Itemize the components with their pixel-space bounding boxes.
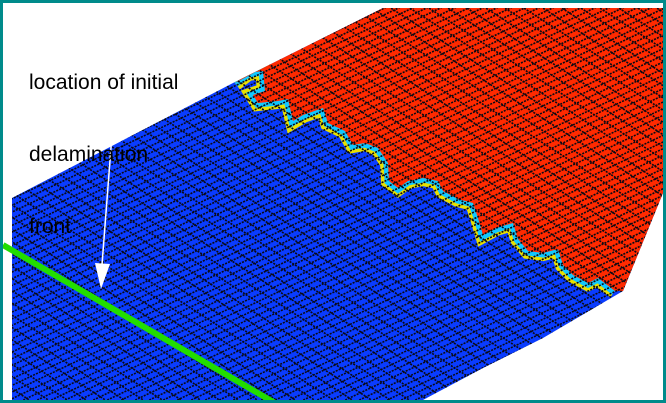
mesh-line — [3, 3, 10, 400]
mesh-line — [400, 8, 663, 400]
mesh-line — [12, 8, 663, 400]
mesh-line — [12, 8, 424, 400]
mesh-line — [12, 8, 564, 400]
mesh-line — [302, 8, 663, 400]
mesh-line — [12, 8, 592, 400]
mesh-line — [12, 8, 372, 400]
mesh-line — [12, 8, 606, 400]
mesh-line — [12, 8, 663, 400]
mesh-line — [12, 8, 648, 400]
mesh-line — [12, 8, 508, 400]
delamination-visualization — [3, 3, 663, 400]
mesh-line — [12, 8, 634, 400]
annotation-line-1: location of initial — [29, 71, 179, 94]
mesh-line — [12, 8, 663, 400]
mesh-line — [12, 8, 536, 400]
mesh-line — [12, 8, 480, 400]
mesh-line — [120, 8, 663, 400]
mesh-line — [420, 8, 663, 400]
mesh-line — [232, 8, 663, 400]
mesh-line — [386, 8, 663, 400]
mesh-line — [260, 8, 663, 400]
mesh-line — [176, 8, 663, 400]
mesh-line — [12, 8, 620, 400]
mesh-line — [64, 8, 663, 400]
mesh-line — [12, 8, 466, 400]
annotation-line-2: delamination — [29, 143, 149, 166]
mesh-line — [12, 8, 522, 400]
mesh-line — [12, 8, 486, 400]
mesh-line — [553, 8, 663, 400]
mesh-line — [12, 8, 410, 400]
mesh-line — [12, 8, 662, 400]
mesh-line — [274, 8, 663, 400]
mesh-line — [22, 8, 663, 400]
mesh-line — [382, 8, 663, 400]
mesh-line — [12, 8, 663, 400]
mesh-line — [458, 8, 663, 400]
mesh-line — [204, 8, 663, 400]
mesh-line — [363, 8, 663, 400]
mesh-line — [534, 8, 663, 400]
mesh-line — [12, 8, 467, 400]
mesh-line — [325, 8, 663, 400]
mesh-line — [344, 8, 663, 400]
mesh-line — [401, 8, 663, 400]
mesh-line — [330, 8, 663, 400]
mesh-line — [190, 8, 663, 400]
annotation-line-3: front — [29, 215, 72, 238]
mesh-line — [12, 8, 494, 400]
annotation-label: location of initial delamination front — [29, 23, 178, 287]
mesh-line — [12, 8, 663, 400]
mesh-line — [12, 8, 578, 400]
mesh-line — [12, 8, 448, 400]
mesh-line — [12, 8, 663, 400]
mesh-line — [78, 8, 663, 400]
mesh-line — [12, 8, 410, 400]
mesh-line — [287, 8, 663, 400]
mesh-line — [246, 8, 663, 400]
mesh-line — [496, 8, 663, 400]
mesh-line — [50, 8, 663, 400]
mesh-line — [36, 8, 663, 400]
mesh-line — [134, 8, 663, 400]
mesh-line — [12, 8, 353, 400]
mesh-line — [316, 8, 663, 400]
mesh-line — [372, 8, 663, 400]
mesh-line — [211, 8, 663, 400]
mesh-line — [92, 8, 663, 400]
mesh-line — [12, 8, 429, 400]
mesh-line — [288, 8, 663, 400]
initial-front-line — [3, 242, 276, 400]
mesh-line — [12, 8, 663, 400]
mesh-line — [12, 8, 438, 400]
mesh-line — [12, 8, 663, 400]
mesh-line — [439, 8, 663, 400]
mesh-line — [477, 8, 663, 400]
mesh-line — [12, 8, 391, 400]
mesh-line — [12, 8, 663, 400]
mesh-line — [192, 8, 663, 400]
mesh-line — [106, 8, 663, 400]
mesh-line — [12, 8, 663, 400]
mesh-line — [12, 8, 505, 400]
mesh-line — [12, 8, 663, 400]
mesh-line — [344, 8, 663, 400]
mesh-line — [12, 8, 334, 400]
mesh-line — [358, 8, 663, 400]
mesh-line — [12, 8, 550, 400]
pointer-arrow — [95, 94, 116, 289]
mesh-line — [12, 8, 663, 400]
mesh-line — [148, 8, 663, 400]
mesh-line — [12, 8, 663, 400]
mesh-line — [12, 8, 452, 400]
mesh-line — [268, 8, 663, 400]
mesh-line — [218, 8, 663, 400]
mesh-line — [162, 8, 663, 400]
